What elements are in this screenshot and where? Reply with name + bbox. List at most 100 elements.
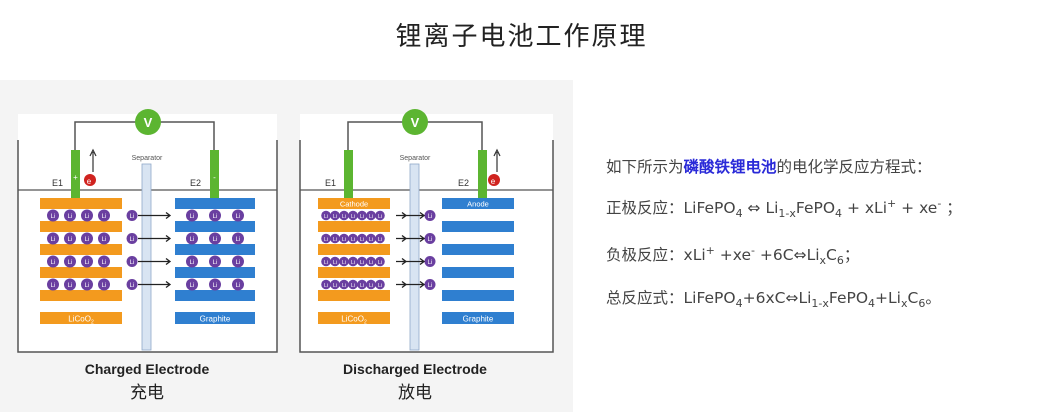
anode-layer	[175, 198, 255, 209]
lithium-ion	[209, 209, 221, 222]
lithium-ion-label: Li	[342, 214, 346, 220]
lithium-ion	[186, 255, 198, 268]
anode-layer	[442, 221, 514, 232]
lithium-ion-label: Li	[190, 214, 195, 220]
total-reaction-formula: LiFePO4+6xC⇔Li1-xFePO4+LixC6。	[683, 289, 941, 311]
ion-flow-arrow	[402, 211, 426, 220]
lithium-ion-label: Li	[378, 214, 382, 220]
ion-flow-arrow	[402, 280, 426, 289]
lithium-ion-label: Li	[342, 283, 346, 289]
lithium-ion-label: Li	[68, 214, 73, 220]
cathode-stack-left: LiCoO2	[40, 198, 122, 326]
lithium-ion	[321, 233, 331, 244]
lithium-ion	[81, 278, 93, 291]
beaker-right	[299, 140, 554, 353]
lithium-ion-label: Li	[213, 214, 218, 220]
lithium-ion	[209, 232, 221, 245]
lithium-ion-label: Li	[85, 260, 90, 266]
anode-material-label-right: Graphite	[463, 315, 494, 324]
lithium-ion	[339, 210, 349, 221]
lithium-ion	[339, 256, 349, 267]
lithium-ion-label: Li	[428, 214, 433, 220]
electron-label-left: e	[87, 177, 92, 186]
lithium-ion	[126, 256, 138, 267]
lithium-ion	[209, 278, 221, 291]
lithium-ion-label: Li	[102, 283, 107, 289]
voltmeter-label-right: V	[411, 115, 420, 130]
anode-stack-right: Anode Graphite	[442, 198, 514, 324]
lithium-ion	[81, 255, 93, 268]
circuit-wire-left	[74, 121, 215, 152]
lithium-ion-label: Li	[333, 214, 337, 220]
lithium-ion	[209, 255, 221, 268]
lithium-ion-label: Li	[51, 214, 56, 220]
electron-arrow-left	[89, 148, 97, 172]
lithium-ion	[375, 279, 385, 290]
anode-top-layer	[442, 198, 514, 209]
electrode-terminal-e2-right	[478, 150, 487, 202]
ion-flow-arrow	[138, 257, 172, 266]
cathode-layer	[318, 267, 390, 278]
lithium-ion-label: Li	[213, 283, 218, 289]
lithium-ion-label: Li	[102, 260, 107, 266]
lithium-ion	[47, 232, 59, 245]
cathode-stack-right: Cathode LiCoO2	[318, 198, 390, 326]
lithium-ion-label: Li	[369, 283, 373, 289]
lithium-ion	[375, 256, 385, 267]
lithium-ion	[47, 209, 59, 222]
discharged-electrode-diagram: V E1 E2 e Separator Cathode LiCoO2 Anode	[299, 109, 554, 402]
lithium-ion	[47, 255, 59, 268]
lithium-ion	[339, 279, 349, 290]
lithium-ion-label: Li	[130, 260, 135, 266]
lithium-ion	[375, 233, 385, 244]
cathode-material-label-left: LiCoO2	[68, 315, 94, 326]
charged-electrode-diagram: V + - E1 E2 e Separator LiCoO2	[17, 109, 278, 402]
lithium-ion-label: Li	[51, 237, 56, 243]
anode-layer	[175, 267, 255, 278]
lithium-ion-label: Li	[333, 283, 337, 289]
lithium-ion-label: Li	[324, 260, 328, 266]
lithium-ion	[366, 256, 376, 267]
lithium-ion-label: Li	[85, 283, 90, 289]
lithium-ion	[81, 209, 93, 222]
lithium-ion-label: Li	[213, 260, 218, 266]
electrode-terminal-e1-right	[344, 150, 353, 202]
lithium-ion-label: Li	[190, 283, 195, 289]
ion-flow-arrow	[402, 257, 426, 266]
ion-flow-arrow	[138, 234, 172, 243]
lithium-ion-label: Li	[378, 260, 382, 266]
intro-text-end: 的电化学反应方程式：	[776, 158, 932, 176]
lithium-ion-label: Li	[213, 237, 218, 243]
lithium-ion-label: Li	[333, 237, 337, 243]
electron-left	[84, 174, 96, 186]
lithium-ion	[330, 233, 340, 244]
cathode-layer	[40, 290, 122, 301]
lithium-ion-label: Li	[324, 283, 328, 289]
lithium-ion-label: Li	[378, 283, 382, 289]
lithium-ion-label: Li	[236, 283, 241, 289]
lithium-ion	[321, 256, 331, 267]
cathode-top-label: Cathode	[340, 200, 368, 209]
lithium-ion	[232, 209, 244, 222]
lithium-ion-label: Li	[369, 237, 373, 243]
negative-reaction-label: 负极反应：	[606, 246, 684, 264]
lithium-ion	[98, 278, 110, 291]
caption-charged-en: Charged Electrode	[85, 361, 210, 377]
lithium-ion-label: Li	[85, 214, 90, 220]
intro-highlight: 磷酸铁锂电池	[683, 158, 777, 176]
electrode-terminal-e2-left	[210, 150, 219, 202]
lithium-ion-label: Li	[85, 237, 90, 243]
lithium-ion	[330, 279, 340, 290]
lithium-ion	[321, 279, 331, 290]
lithium-ion	[330, 256, 340, 267]
lithium-ion-label: Li	[68, 260, 73, 266]
lithium-ion	[357, 210, 367, 221]
lithium-ion	[424, 279, 436, 290]
cathode-layer	[318, 221, 390, 232]
intro-text: 如下所示为	[606, 158, 684, 176]
anode-base	[175, 312, 255, 324]
lithium-ion-label: Li	[333, 260, 337, 266]
positive-reaction-formula: LiFePO4 ⇔ Li1-xFePO4 + xLi+ + xe- ；	[683, 196, 962, 221]
label-e2-right: E2	[458, 178, 469, 188]
